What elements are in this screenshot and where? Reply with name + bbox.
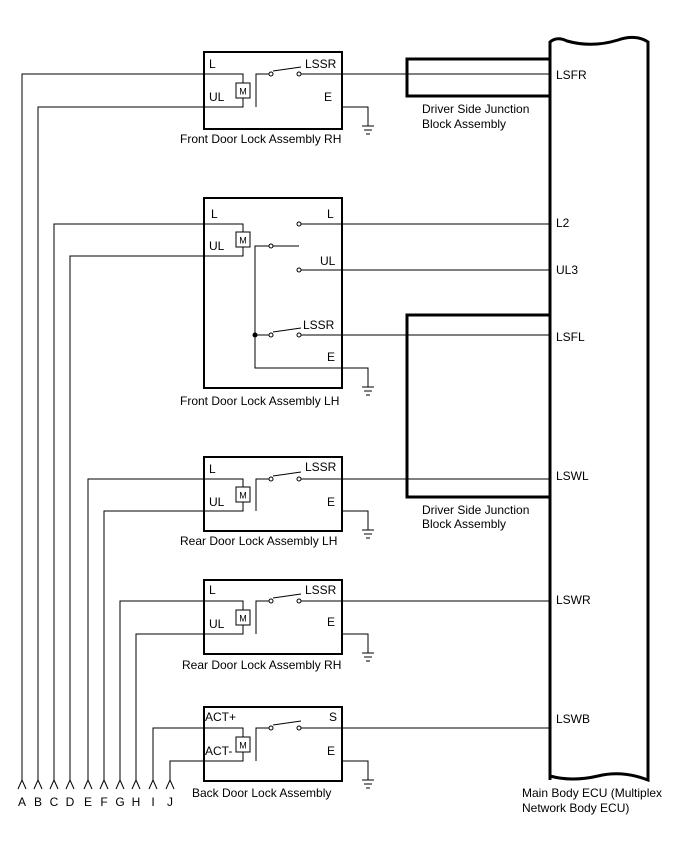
pin-label-lssr: LSSR [305, 583, 337, 597]
svg-text:M: M [239, 741, 247, 751]
front-door-lock-lh: L UL L UL LSSR E M Front Door Lock Assem… [180, 197, 343, 408]
svg-text:M: M [239, 236, 247, 246]
junction-upper-line1: Driver Side Junction [422, 102, 529, 116]
motor-icon: M [204, 600, 251, 635]
wire-label-i: I [151, 795, 154, 809]
module-name: Front Door Lock Assembly LH [180, 394, 339, 408]
ecu-terminal-l2: L2 [556, 216, 570, 230]
wire-label-f: F [100, 795, 107, 809]
wire-label-c: C [50, 795, 59, 809]
wire-label-g: G [115, 795, 124, 809]
ground-icon [362, 125, 374, 135]
ground-icon [362, 529, 374, 539]
pin-label-l: L [209, 583, 216, 597]
pin-label-e: E [327, 615, 335, 629]
wire-label-b: B [34, 795, 42, 809]
pin-label-l: L [209, 57, 216, 71]
pin-label-e: E [327, 744, 335, 758]
ecu-wires [342, 73, 550, 729]
pin-label-lssr: LSSR [305, 460, 337, 474]
svg-text:M: M [239, 87, 247, 97]
pin-label-e: E [324, 90, 332, 104]
junction-block-lower: Driver Side Junction Block Assembly [405, 313, 550, 531]
module-name: Front Door Lock Assembly RH [180, 132, 341, 146]
svg-text:M: M [239, 491, 247, 501]
pin-label-lssr: LSSR [305, 57, 337, 71]
main-body-ecu: Main Body ECU (Multiplex Network Body EC… [522, 35, 662, 815]
ground-icon [362, 779, 374, 789]
ground-icon [362, 386, 374, 396]
ecu-terminal-lsfl: LSFL [556, 330, 585, 344]
rear-door-lock-rh: L UL LSSR E M Rear Door Lock Assembly RH [182, 579, 343, 672]
pin-label-s: S [329, 710, 337, 724]
pin-label-e: E [327, 495, 335, 509]
wire-ends [17, 779, 175, 790]
switch-icon [255, 720, 342, 761]
module-name: Rear Door Lock Assembly RH [182, 658, 341, 672]
pin-label-act-minus: ACT- [205, 744, 232, 758]
wire-labels: A B C D E F G H I J [18, 795, 173, 809]
pin-label-ul: UL [209, 90, 225, 104]
switch-icon [255, 471, 342, 511]
pin-label-ul-left: UL [209, 239, 225, 253]
wire-label-h: H [132, 795, 141, 809]
ecu-terminal-lswl: LSWL [556, 469, 589, 483]
ground-icon [362, 652, 374, 662]
motor-icon: M [204, 73, 251, 108]
pin-label-e: E [327, 350, 335, 364]
motor-icon: M [204, 478, 251, 512]
back-door-lock: ACT+ ACT- S E M Back Door Lock Assembly [192, 706, 343, 800]
ground-wires [342, 106, 369, 780]
switch-icon [252, 221, 342, 369]
pin-label-l-right: L [327, 207, 334, 221]
left-harness-wires [21, 73, 204, 780]
module-name: Back Door Lock Assembly [192, 786, 331, 800]
motor-icon: M [204, 727, 251, 762]
svg-text:M: M [239, 614, 247, 624]
wire-label-j: J [167, 795, 173, 809]
pin-label-l: L [209, 462, 216, 476]
ecu-terminal-ul3: UL3 [556, 263, 578, 277]
ecu-terminal-lswr: LSWR [556, 593, 591, 607]
pin-label-l-left: L [211, 207, 218, 221]
pin-label-act-plus: ACT+ [205, 710, 236, 724]
pin-label-ul: UL [209, 617, 225, 631]
pin-label-lssr: LSSR [303, 318, 335, 332]
switch-icon [255, 66, 342, 107]
front-door-lock-rh: L UL LSSR E M Front Door Lock Assembly R… [180, 51, 343, 146]
pin-label-ul-right: UL [320, 254, 336, 268]
junction-lower-line1: Driver Side Junction [422, 503, 529, 517]
module-name: Rear Door Lock Assembly LH [180, 534, 337, 548]
wire-label-a: A [18, 795, 26, 809]
junction-lower-line2: Block Assembly [422, 517, 506, 531]
switch-icon [255, 593, 342, 634]
ecu-terminal-lsfr: LSFR [556, 68, 587, 82]
pin-label-ul: UL [209, 495, 225, 509]
ecu-terminal-lswb: LSWB [556, 712, 590, 726]
junction-block-upper: Driver Side Junction Block Assembly [405, 57, 552, 131]
motor-icon: M [204, 223, 251, 257]
ecu-name-line1: Main Body ECU (Multiplex [522, 786, 662, 800]
rear-door-lock-lh: L UL LSSR E M Rear Door Lock Assembly LH [180, 456, 343, 548]
wire-label-d: D [66, 795, 75, 809]
wire-label-e: E [84, 795, 92, 809]
junction-upper-line2: Block Assembly [422, 117, 506, 131]
ecu-name-line2: Network Body ECU) [522, 801, 629, 815]
